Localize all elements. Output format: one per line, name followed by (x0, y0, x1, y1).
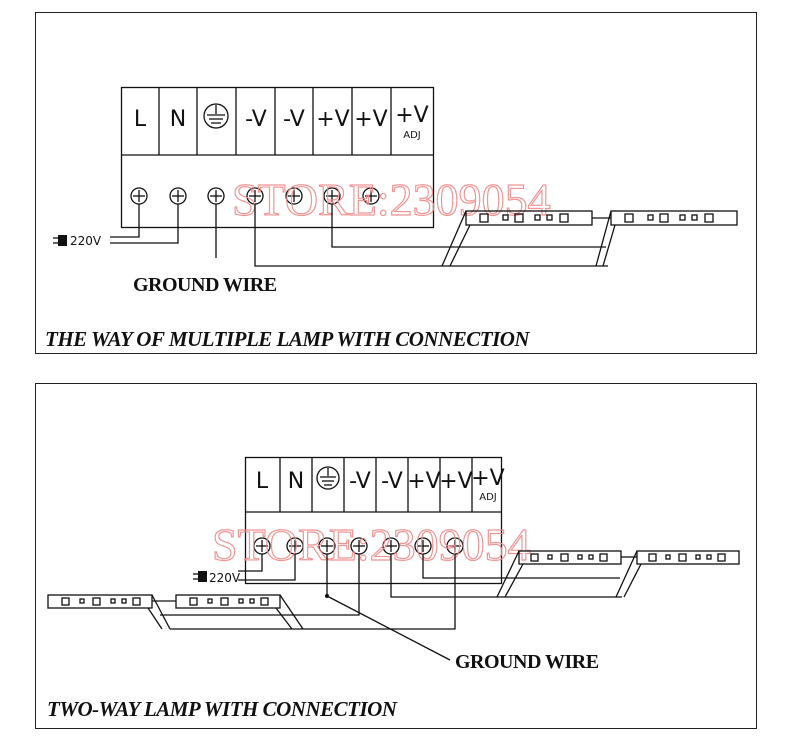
terminal-label-vneg2: -V (381, 469, 403, 494)
terminal-label-vpos1: +V (407, 469, 440, 494)
led-strip-icon (496, 550, 622, 598)
led-strip-icon (615, 550, 740, 598)
terminal-label-n: N (170, 107, 186, 132)
ground-wire-label: GROUND WIRE (455, 651, 599, 673)
power-supply-box (120, 86, 435, 229)
ground-symbol-icon (203, 103, 229, 129)
terminal-label-vpos2: +V (354, 107, 387, 132)
adj-label: ADJ (403, 130, 421, 141)
panel-frame (35, 12, 757, 354)
terminal-label-l: L (134, 107, 147, 132)
adj-label: ADJ (479, 492, 497, 503)
panel-frame (35, 383, 757, 729)
led-strip-icon (175, 594, 304, 630)
watermark: STORE:2309054 (212, 519, 531, 570)
panel-two-way-lamp: L N -V -V +V +V +V ADJ STORE:2309054 (35, 383, 757, 729)
led-strip-icon (441, 210, 593, 267)
terminal-label-vneg2: -V (283, 107, 305, 132)
panel-multiple-lamp: L N -V -V +V +V +V ADJ STORE:2309054 (35, 12, 757, 354)
terminal-label-vpos-adj: +V (471, 466, 504, 491)
ground-symbol-icon (316, 466, 340, 490)
terminal-label-vpos-adj: +V (395, 103, 428, 128)
terminal-dividers (158, 88, 392, 155)
terminal-label-l: L (256, 469, 269, 494)
led-strip-icon (592, 210, 738, 267)
watermark: STORE:2309054 (232, 174, 551, 225)
terminal-label-vneg1: -V (245, 107, 267, 132)
panel-title: TWO-WAY LAMP WITH CONNECTION (47, 697, 398, 721)
wires (160, 554, 622, 661)
plug-icon (53, 235, 67, 246)
voltage-label: 220V (70, 234, 102, 248)
power-supply-box (244, 456, 503, 585)
led-strip-icon (47, 594, 176, 630)
screw-terminal-icon (130, 187, 380, 205)
terminal-label-vpos2: +V (439, 469, 472, 494)
terminal-label-vpos1: +V (316, 107, 349, 132)
ground-wire-label: GROUND WIRE (133, 274, 277, 296)
voltage-label: 220V (209, 571, 241, 585)
terminal-label-n: N (288, 469, 304, 494)
panel-title: THE WAY OF MULTIPLE LAMP WITH CONNECTION (45, 327, 530, 351)
wires (110, 204, 608, 267)
terminal-label-vneg1: -V (349, 469, 371, 494)
terminal-dividers (279, 458, 473, 512)
plug-icon (193, 571, 207, 582)
